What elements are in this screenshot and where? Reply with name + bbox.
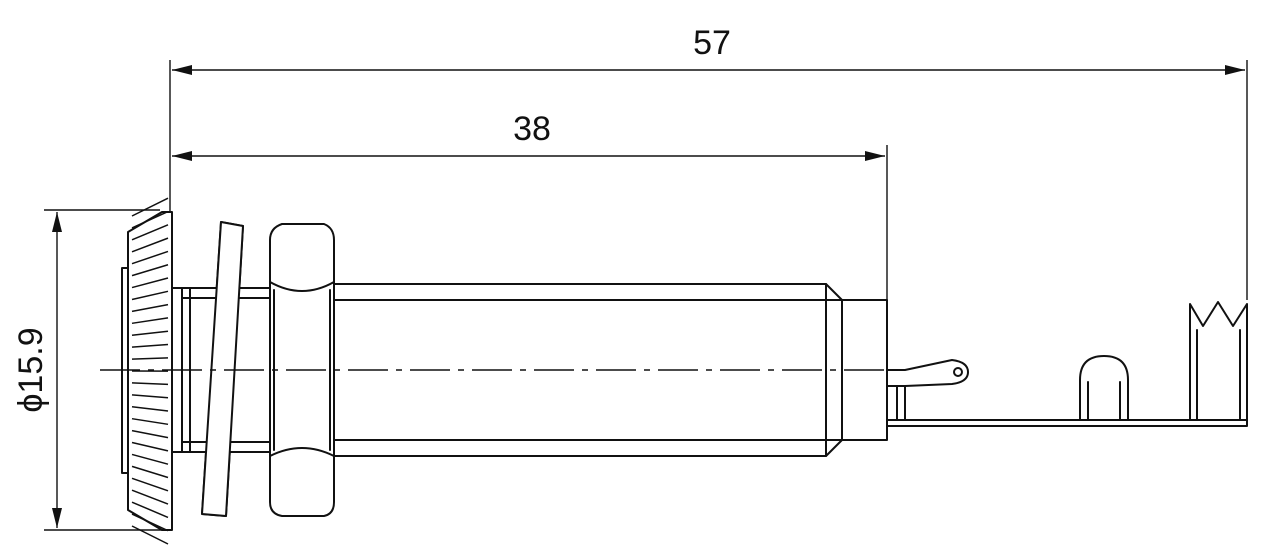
knurl-rib [131,441,169,452]
knurl-rib [131,250,169,265]
knurl-rib [131,330,169,336]
arrowhead-top-diameter [52,212,62,232]
dimension-overall-length: 57 [169,24,1248,300]
knurl-rib [131,477,169,492]
arrowhead-left-38 [172,151,192,161]
dimension-label-diameter: ϕ15.9 [12,327,50,412]
arrowhead-right-38 [865,151,885,161]
terminal-round-lug [1079,355,1129,421]
dimension-body-length: 38 [172,110,888,300]
terminal-tab-hole [953,367,963,377]
knurl-rib [131,224,169,241]
knurl-rib [131,501,169,519]
knurl-rib [131,210,169,229]
terminal-forked-lug [1189,301,1248,421]
knurl-rib [131,525,169,545]
knurled-flange [121,197,173,545]
knurl-rib [131,277,169,289]
lock-washer-front [201,221,244,517]
solder-terminals [886,301,1248,427]
terminal-tip-tab [886,359,969,387]
knurl-rib [131,290,169,301]
knurl-rib [131,417,169,426]
arrowhead-right-57 [1225,65,1245,75]
arrowhead-bottom-diameter [52,508,62,528]
dimension-diameter: ϕ15.9 [12,209,162,531]
knurl-rib [131,489,169,505]
dimension-label-57: 57 [693,24,731,62]
knurl-rib [131,197,169,217]
knurl-rib [131,264,169,277]
knurl-rib [131,513,169,532]
arrowhead-left-57 [172,65,192,75]
knurl-rib [131,453,169,465]
knurl-rib [131,303,169,313]
knurl-rib [131,237,169,253]
dimension-label-38: 38 [513,110,551,148]
knurl-rib [131,357,169,360]
knurl-rib [131,394,169,399]
knurl-rib [131,343,169,348]
knurl-rib [131,406,169,412]
knurl-rib [131,317,169,325]
knurl-rib [131,382,169,386]
knurl-rib [131,429,169,439]
flange-knurl-pattern [131,197,169,545]
knurl-rib [131,465,169,479]
